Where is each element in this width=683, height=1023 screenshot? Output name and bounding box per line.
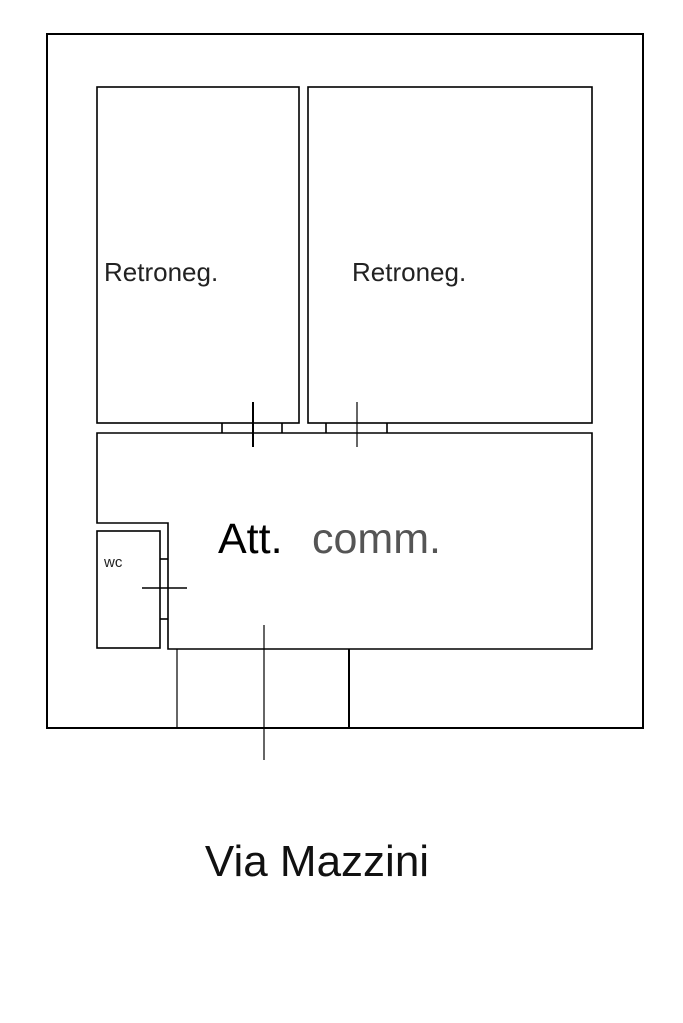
room-label-retroneg-left: Retroneg. [104,257,218,287]
door-wc [142,558,187,620]
room-retroneg-right [307,86,593,424]
outer-wall [46,33,644,729]
room-att-comm [96,432,593,650]
street-label: Via Mazzini [205,837,429,886]
room-wc [96,530,161,649]
room-label-retroneg-right: Retroneg. [352,257,466,287]
door-left [221,402,283,447]
entrance [176,625,350,760]
room-label-comm: comm. [312,515,441,563]
room-retroneg-left [96,86,300,424]
room-label-att: Att. [218,515,283,563]
room-label-wc: wc [103,554,123,571]
door-right [325,402,388,447]
